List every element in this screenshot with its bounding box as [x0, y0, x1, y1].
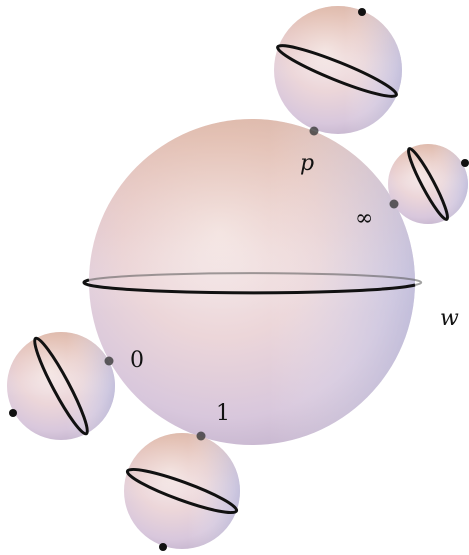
label-one: 1	[216, 401, 230, 426]
label-infinity: ∞	[355, 206, 373, 231]
right-bubble-circle	[406, 147, 450, 221]
bottom-bubble-circle	[125, 467, 239, 515]
attachment-point-infinity	[389, 199, 399, 209]
label-w: w	[440, 306, 459, 331]
attachment-point-0	[104, 356, 114, 366]
label-zero: 0	[130, 348, 144, 373]
left-bubble-circle	[33, 336, 89, 436]
main-sphere	[82, 119, 423, 445]
top-bubble-marked-point	[358, 8, 366, 16]
main-equator-back	[88, 272, 423, 286]
attachment-point-1	[196, 431, 206, 441]
bottom-bubble-marked-point	[159, 543, 167, 551]
right-bubble-sphere	[388, 144, 469, 224]
right-bubble-marked-point	[461, 159, 469, 167]
bottom-bubble-sphere	[124, 433, 240, 551]
left-bubble-sphere	[7, 332, 115, 440]
main-equator-front	[82, 278, 416, 295]
top-bubble-circle	[276, 44, 398, 98]
top-bubble-sphere	[274, 6, 402, 134]
left-bubble-marked-point	[9, 409, 17, 417]
attachment-point-p	[309, 126, 319, 136]
label-p: p	[300, 151, 314, 176]
